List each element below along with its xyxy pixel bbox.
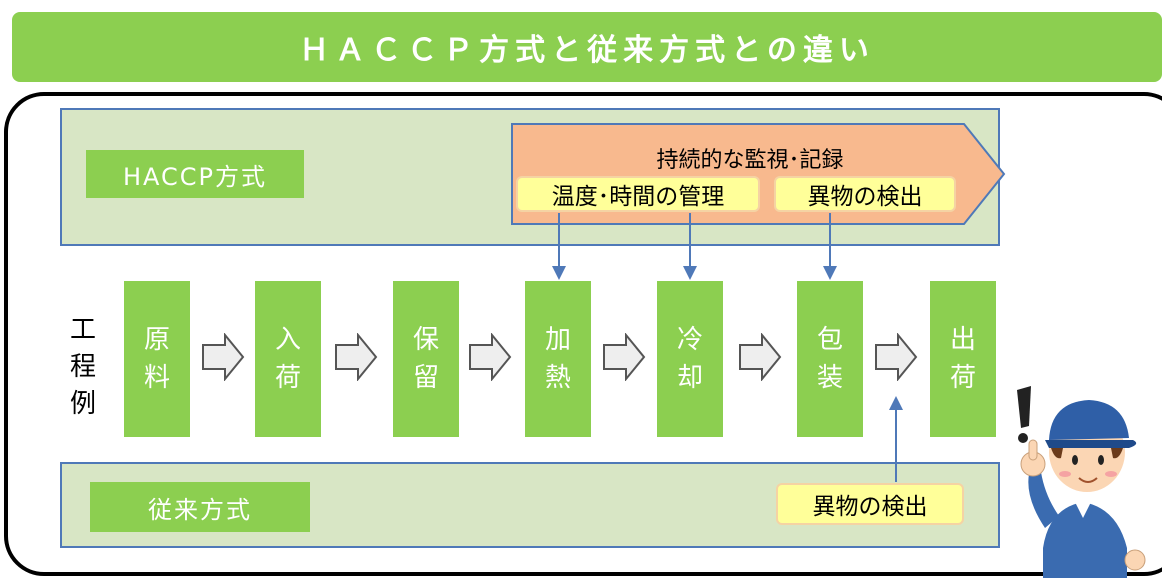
process-step-char: 料 <box>143 363 170 393</box>
foreign-matter-check-conventional: 異物の検出 <box>776 483 964 525</box>
conventional-label: 従来方式 <box>90 482 310 532</box>
flow-arrow-icon <box>875 333 918 381</box>
process-step-char: 出 <box>949 325 976 355</box>
process-step-char: 冷 <box>676 325 703 355</box>
foreign-matter-check-haccp: 異物の検出 <box>774 176 956 212</box>
flow-arrow-icon <box>335 333 378 381</box>
process-row-label: 工 程 例 <box>66 312 100 423</box>
process-step-packaging: 包 装 <box>797 281 863 437</box>
process-step-cooling: 冷 却 <box>657 281 723 437</box>
process-step-char: 加 <box>544 325 571 355</box>
flow-arrow-icon <box>469 333 512 381</box>
page-title: ＨＡＣＣＰ方式と従来方式との違い <box>12 12 1162 82</box>
process-step-raw-material: 原 料 <box>124 281 190 437</box>
process-step-shipping: 出 荷 <box>930 281 996 437</box>
process-step-char: 入 <box>274 325 301 355</box>
flow-arrow-icon <box>603 333 646 381</box>
process-step-heating: 加 熱 <box>525 281 591 437</box>
diagram-frame <box>4 92 1162 576</box>
flow-arrow-icon <box>202 333 245 381</box>
process-step-char: 留 <box>412 363 439 393</box>
process-step-receiving: 入 荷 <box>255 281 321 437</box>
process-step-char: 熱 <box>544 363 571 393</box>
process-step-char: 保 <box>412 325 439 355</box>
haccp-label: HACCP方式 <box>86 150 304 198</box>
process-row-label-char: 工 <box>69 315 96 345</box>
monitoring-label: 持続的な監視･記録 <box>656 148 844 173</box>
process-step-char: 装 <box>816 363 843 393</box>
process-step-char: 却 <box>676 363 703 393</box>
temperature-time-check: 温度･時間の管理 <box>516 176 760 212</box>
process-step-char: 包 <box>816 325 843 355</box>
process-row-label-char: 例 <box>69 389 96 419</box>
process-step-holding: 保 留 <box>393 281 459 437</box>
flow-arrow-icon <box>739 333 782 381</box>
process-step-char: 荷 <box>274 363 301 393</box>
process-row-label-char: 程 <box>69 352 96 382</box>
process-step-char: 原 <box>143 325 170 355</box>
worker-mascot-icon <box>1017 386 1146 578</box>
process-step-char: 荷 <box>949 363 976 393</box>
